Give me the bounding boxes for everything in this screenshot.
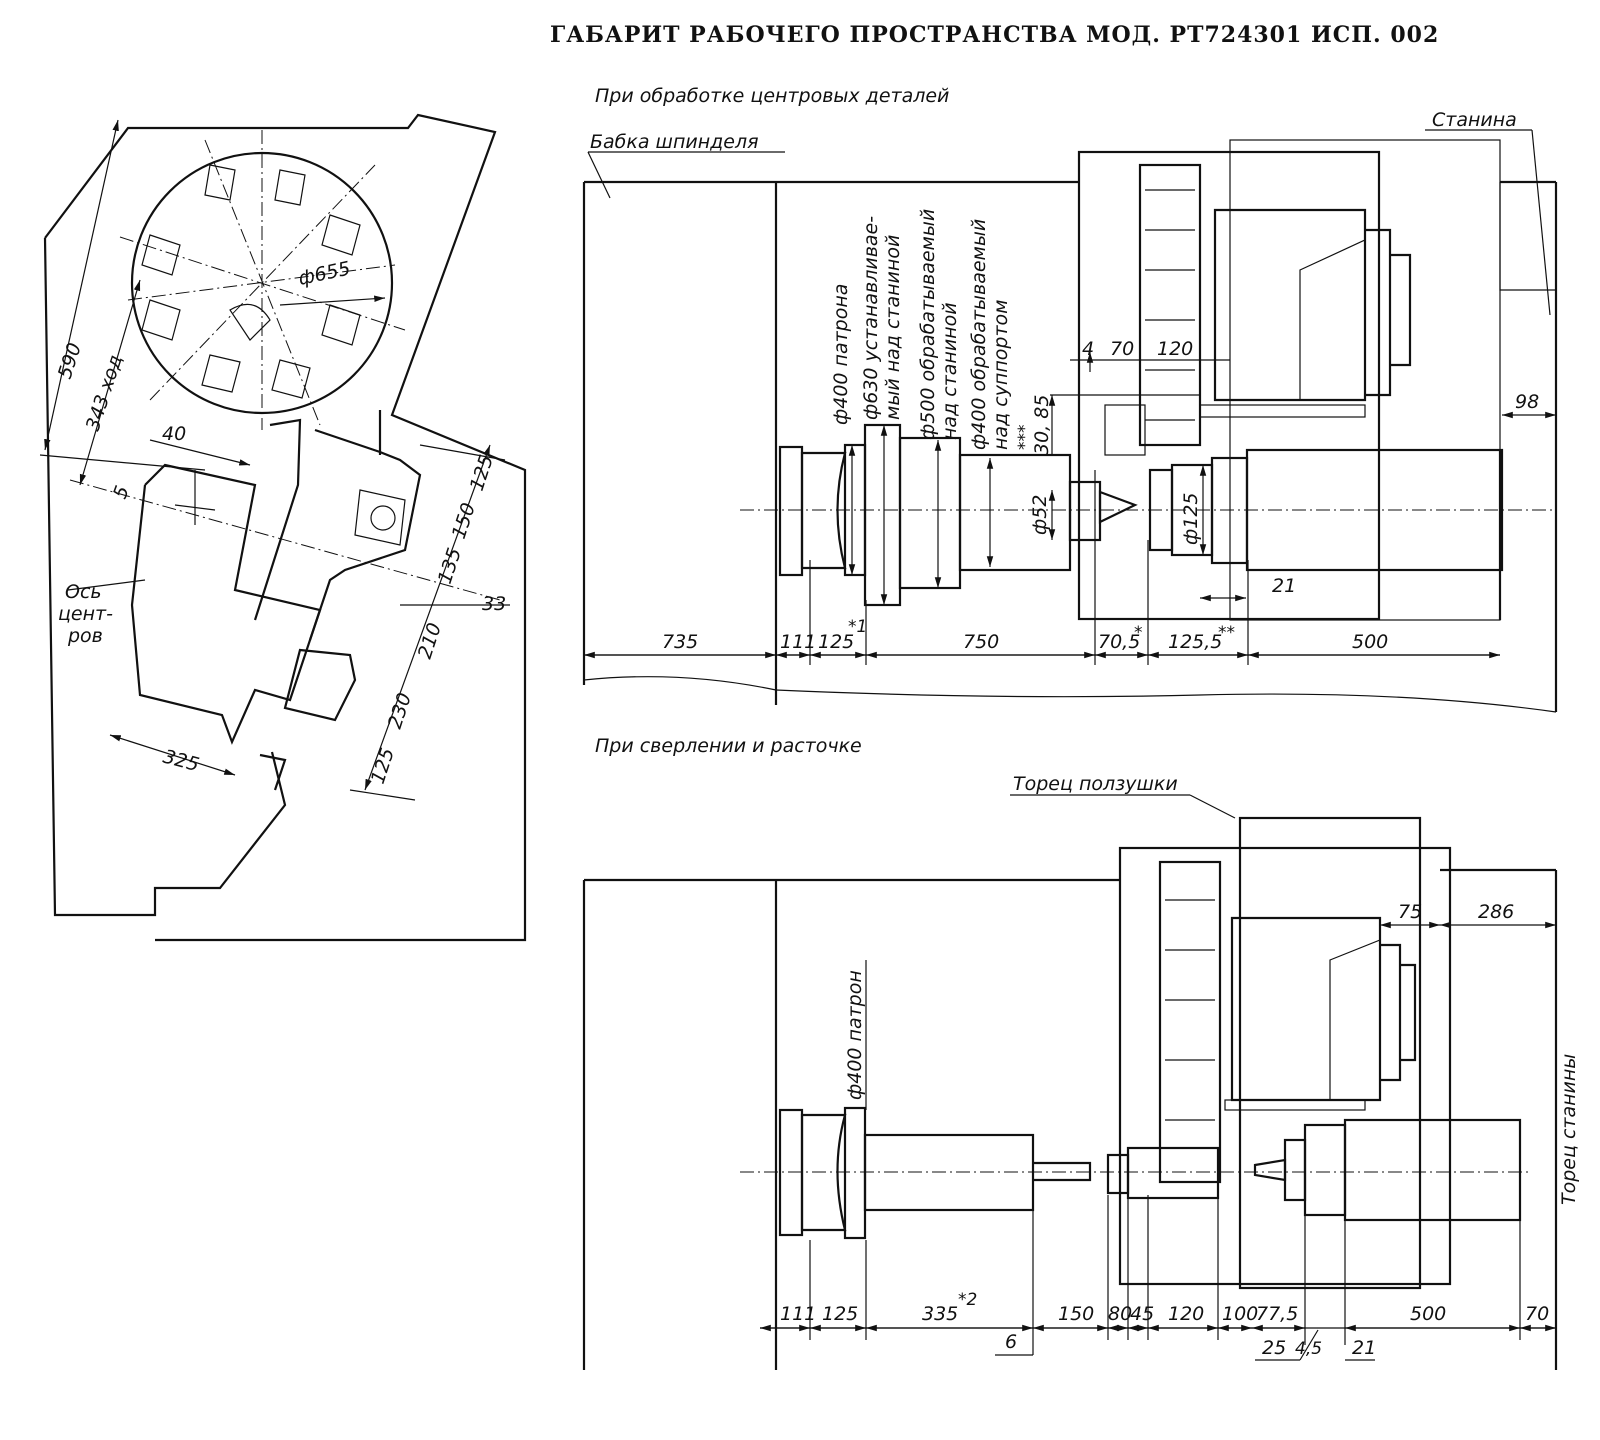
dim-52: ф52 xyxy=(1029,495,1051,535)
bot-4-5: 4,5 xyxy=(1295,1339,1322,1359)
dim-325: 325 xyxy=(161,746,202,777)
base-70-5: 70,5 xyxy=(1098,631,1140,653)
dim-400-line2: над суппортом xyxy=(990,300,1012,451)
left-view-dimensions xyxy=(39,119,510,801)
base-500: 500 xyxy=(1352,631,1388,653)
dim-30-85: 30, 85 xyxy=(1031,395,1053,455)
bottom-view-machine xyxy=(582,816,1558,1370)
base-125-5-note: ** xyxy=(1218,623,1235,643)
dim-343-travel: 343 ход xyxy=(82,352,127,433)
base-70-5-note: * xyxy=(1134,623,1143,643)
base-125-note: *1 xyxy=(848,617,867,637)
label-bed: Станина xyxy=(1432,109,1517,131)
dim-286: 286 xyxy=(1478,901,1514,923)
dim-210: 210 xyxy=(414,620,446,661)
top-view-machine xyxy=(582,139,1558,713)
bot-125: 125 xyxy=(822,1303,858,1325)
label-slide-face: Торец ползушки xyxy=(1013,773,1178,795)
base-125: 125 xyxy=(818,631,854,653)
dim-400-chuck: ф400 патрона xyxy=(830,284,852,425)
dim-655: ф655 xyxy=(296,257,352,289)
dim-75: 75 xyxy=(1398,901,1422,923)
dim-40: 40 xyxy=(162,423,186,445)
bot-120: 120 xyxy=(1168,1303,1204,1325)
bot-21: 21 xyxy=(1352,1337,1376,1359)
dim-400-line1: ф400 обрабатываемый xyxy=(968,219,990,450)
bot-80: 80 xyxy=(1108,1303,1132,1325)
dim-500-line1: ф500 обрабатываемый xyxy=(917,209,939,440)
bot-335: 335 xyxy=(922,1303,958,1325)
note-stars-3: *** xyxy=(1015,425,1035,451)
bot-150: 150 xyxy=(1058,1303,1094,1325)
bot-500: 500 xyxy=(1410,1303,1446,1325)
dim-400-chuck-bottom: ф400 патрон xyxy=(844,970,866,1100)
bot-100: 100 xyxy=(1222,1303,1258,1325)
dim-125-tailstock: ф125 xyxy=(1180,492,1202,545)
dim-98: 98 xyxy=(1515,391,1539,413)
top-view-diameter-dims xyxy=(848,352,1556,605)
dim-150: 150 xyxy=(448,500,480,541)
base-125-5: 125,5 xyxy=(1168,631,1222,653)
bot-335-note: *2 xyxy=(958,1290,977,1310)
bot-25: 25 xyxy=(1262,1337,1286,1359)
dim-125-b: 125 xyxy=(367,745,399,786)
axis-label-line1: Ось xyxy=(65,581,102,603)
bot-45: 45 xyxy=(1130,1303,1154,1325)
dim-125-a: 125 xyxy=(466,452,498,493)
dim-33: 33 xyxy=(482,593,506,615)
left-view-turret xyxy=(43,113,527,942)
dim-630-line1: ф630 устанавливае- xyxy=(860,216,882,420)
base-111: 111 xyxy=(780,631,816,653)
drawing-title: ГАБАРИТ РАБОЧЕГО ПРОСТРАНСТВА МОД. РТ724… xyxy=(550,22,1439,48)
dim-590: 590 xyxy=(54,340,86,381)
bot-77-5: 77,5 xyxy=(1256,1303,1298,1325)
axis-label-line3: ров xyxy=(67,625,103,647)
dim-70: 70 xyxy=(1110,338,1134,360)
dim-120: 120 xyxy=(1157,338,1193,360)
dim-230: 230 xyxy=(384,690,416,731)
label-spindle-head: Бабка шпинделя xyxy=(590,131,759,153)
bottom-view-dims xyxy=(760,921,1556,1361)
bottom-view-heading: При сверлении и расточке xyxy=(595,735,862,757)
top-view-heading: При обработке центровых деталей xyxy=(595,85,949,107)
top-view-baseline-dims xyxy=(584,470,1500,665)
dim-630-line2: мый над станиной xyxy=(882,235,904,420)
label-bed-face: Торец станины xyxy=(1558,1054,1580,1205)
bot-111: 111 xyxy=(780,1303,816,1325)
dim-135: 135 xyxy=(434,545,466,586)
base-735: 735 xyxy=(662,631,698,653)
bot-6: 6 xyxy=(1005,1331,1017,1353)
dim-4: 4 xyxy=(1082,338,1094,360)
axis-label-line2: цент- xyxy=(58,603,113,625)
dim-5: 5 xyxy=(109,483,134,502)
base-750: 750 xyxy=(963,631,999,653)
dim-21: 21 xyxy=(1272,575,1296,597)
dim-500-line2: над станиной xyxy=(939,302,961,440)
bot-70: 70 xyxy=(1525,1303,1549,1325)
